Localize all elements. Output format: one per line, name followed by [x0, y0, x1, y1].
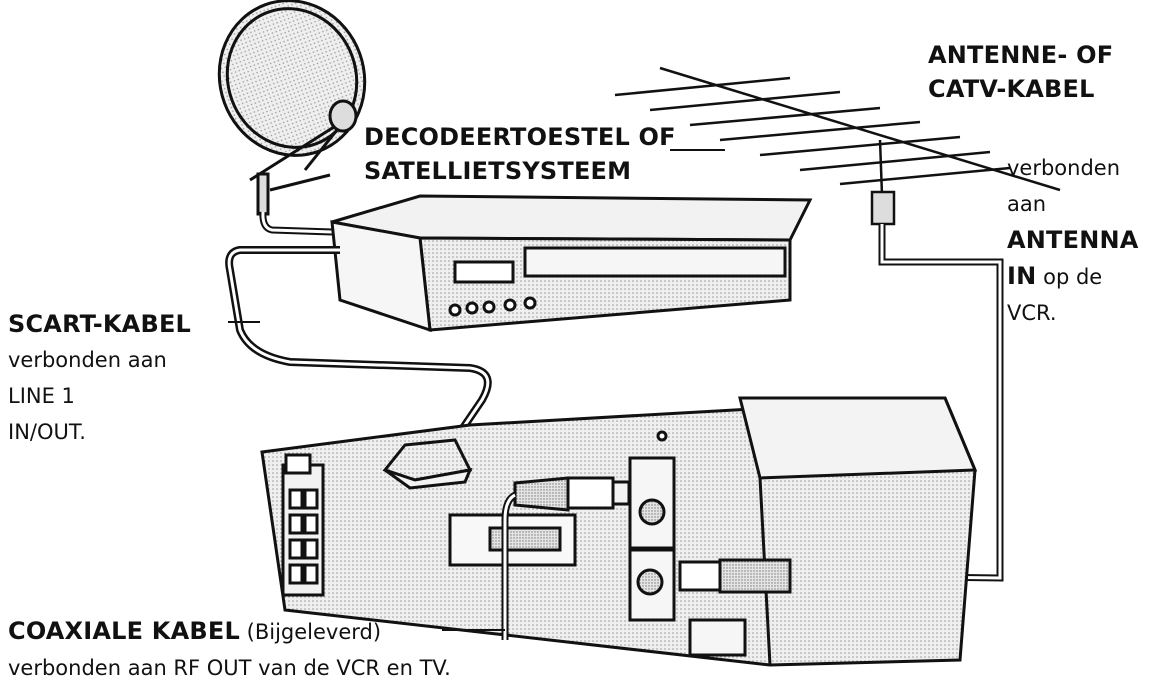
- coax-plug-icon: [513, 476, 631, 512]
- antenna-icon: [614, 66, 1061, 226]
- scart-label: SCART-KABEL verbonden aan LINE 1 IN/OUT.: [8, 310, 192, 444]
- antenna-description: verbonden aan ANTENNA IN op de VCR.: [1007, 156, 1139, 325]
- coax-label: COAXIALE KABEL (Bijgeleverd) verbonden a…: [8, 617, 451, 680]
- satellite-dish-icon: [217, 0, 367, 216]
- decoder-box: [330, 194, 813, 333]
- antenna-plug-icon: [678, 558, 792, 594]
- antenna-label: ANTENNE- OF CATV-KABEL: [928, 41, 1114, 103]
- scart-plug-icon: [382, 438, 473, 490]
- decoder-label: DECODEERTOESTEL OF SATELLIETSYSTEEM: [364, 123, 676, 185]
